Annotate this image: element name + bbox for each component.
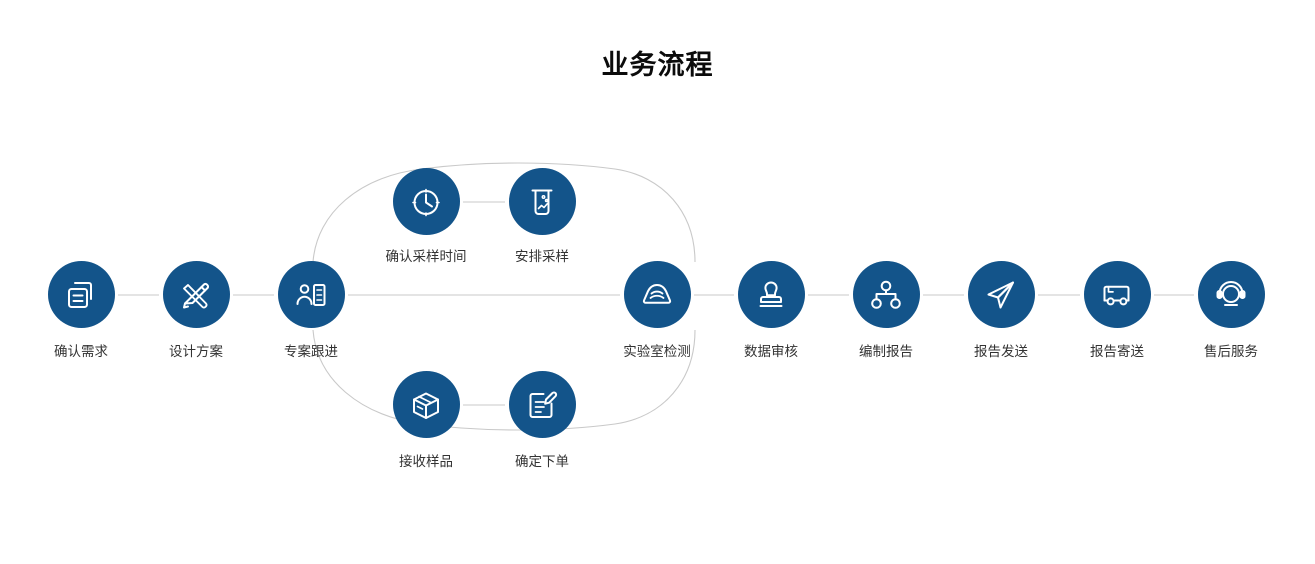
node-circle[interactable] <box>967 261 1035 328</box>
node-circle[interactable] <box>508 371 576 438</box>
node-confirm-sampling-time[interactable]: 确认采样时间 <box>360 168 492 266</box>
node-confirm-requirement[interactable]: 确认需求 <box>15 261 147 361</box>
stamp-icon <box>759 281 783 307</box>
ultrasound-icon <box>642 283 672 304</box>
paper-plane-icon <box>987 281 1014 308</box>
node-design-plan[interactable]: 设计方案 <box>130 261 262 361</box>
node-report-deliver[interactable]: 报告寄送 <box>1051 261 1183 361</box>
node-confirm-order[interactable]: 确定下单 <box>476 371 608 471</box>
org-chart-icon <box>871 280 901 309</box>
node-label: 售后服务 <box>1204 344 1258 359</box>
node-circle[interactable] <box>277 261 345 328</box>
node-circle[interactable] <box>1197 261 1265 328</box>
node-report-send[interactable]: 报告发送 <box>935 261 1067 361</box>
node-circle[interactable] <box>852 261 920 328</box>
node-arrange-sampling[interactable]: 安排采样 <box>476 168 608 266</box>
page-title: 业务流程 <box>601 50 714 80</box>
pencil-ruler-icon <box>183 282 210 309</box>
node-label: 确定下单 <box>515 454 569 469</box>
node-label: 设计方案 <box>169 344 223 359</box>
person-building-icon <box>296 283 326 306</box>
node-label: 专案跟进 <box>284 344 338 359</box>
node-label: 确认采样时间 <box>385 249 467 264</box>
node-label: 接收样品 <box>399 454 453 469</box>
node-label: 报告寄送 <box>1090 344 1144 359</box>
headset-icon <box>1216 280 1246 306</box>
node-label: 数据审核 <box>744 344 798 359</box>
documents-copy-icon <box>68 281 92 308</box>
node-data-review[interactable]: 数据审核 <box>705 261 837 361</box>
edit-document-icon <box>529 391 558 418</box>
node-receive-sample[interactable]: 接收样品 <box>360 371 492 471</box>
node-lab-testing[interactable]: 实验室检测 <box>591 261 723 361</box>
package-box-icon <box>413 392 439 419</box>
node-circle[interactable] <box>623 261 691 328</box>
node-label: 编制报告 <box>859 344 913 359</box>
truck-icon <box>1103 285 1130 305</box>
node-compile-report[interactable]: 编制报告 <box>820 261 952 361</box>
node-circle[interactable] <box>1083 261 1151 328</box>
node-label: 实验室检测 <box>623 344 691 359</box>
node-label: 确认需求 <box>54 344 108 359</box>
node-circle[interactable] <box>508 168 576 235</box>
test-tube-icon <box>531 189 553 215</box>
node-circle[interactable] <box>392 371 460 438</box>
node-project-followup[interactable]: 专案跟进 <box>245 261 377 361</box>
node-circle[interactable] <box>392 168 460 235</box>
node-circle[interactable] <box>737 261 805 328</box>
node-after-sales[interactable]: 售后服务 <box>1165 261 1297 361</box>
node-circle[interactable] <box>47 261 115 328</box>
clock-icon <box>412 188 440 216</box>
node-label: 报告发送 <box>974 344 1028 359</box>
node-label: 安排采样 <box>515 249 569 264</box>
node-circle[interactable] <box>162 261 230 328</box>
